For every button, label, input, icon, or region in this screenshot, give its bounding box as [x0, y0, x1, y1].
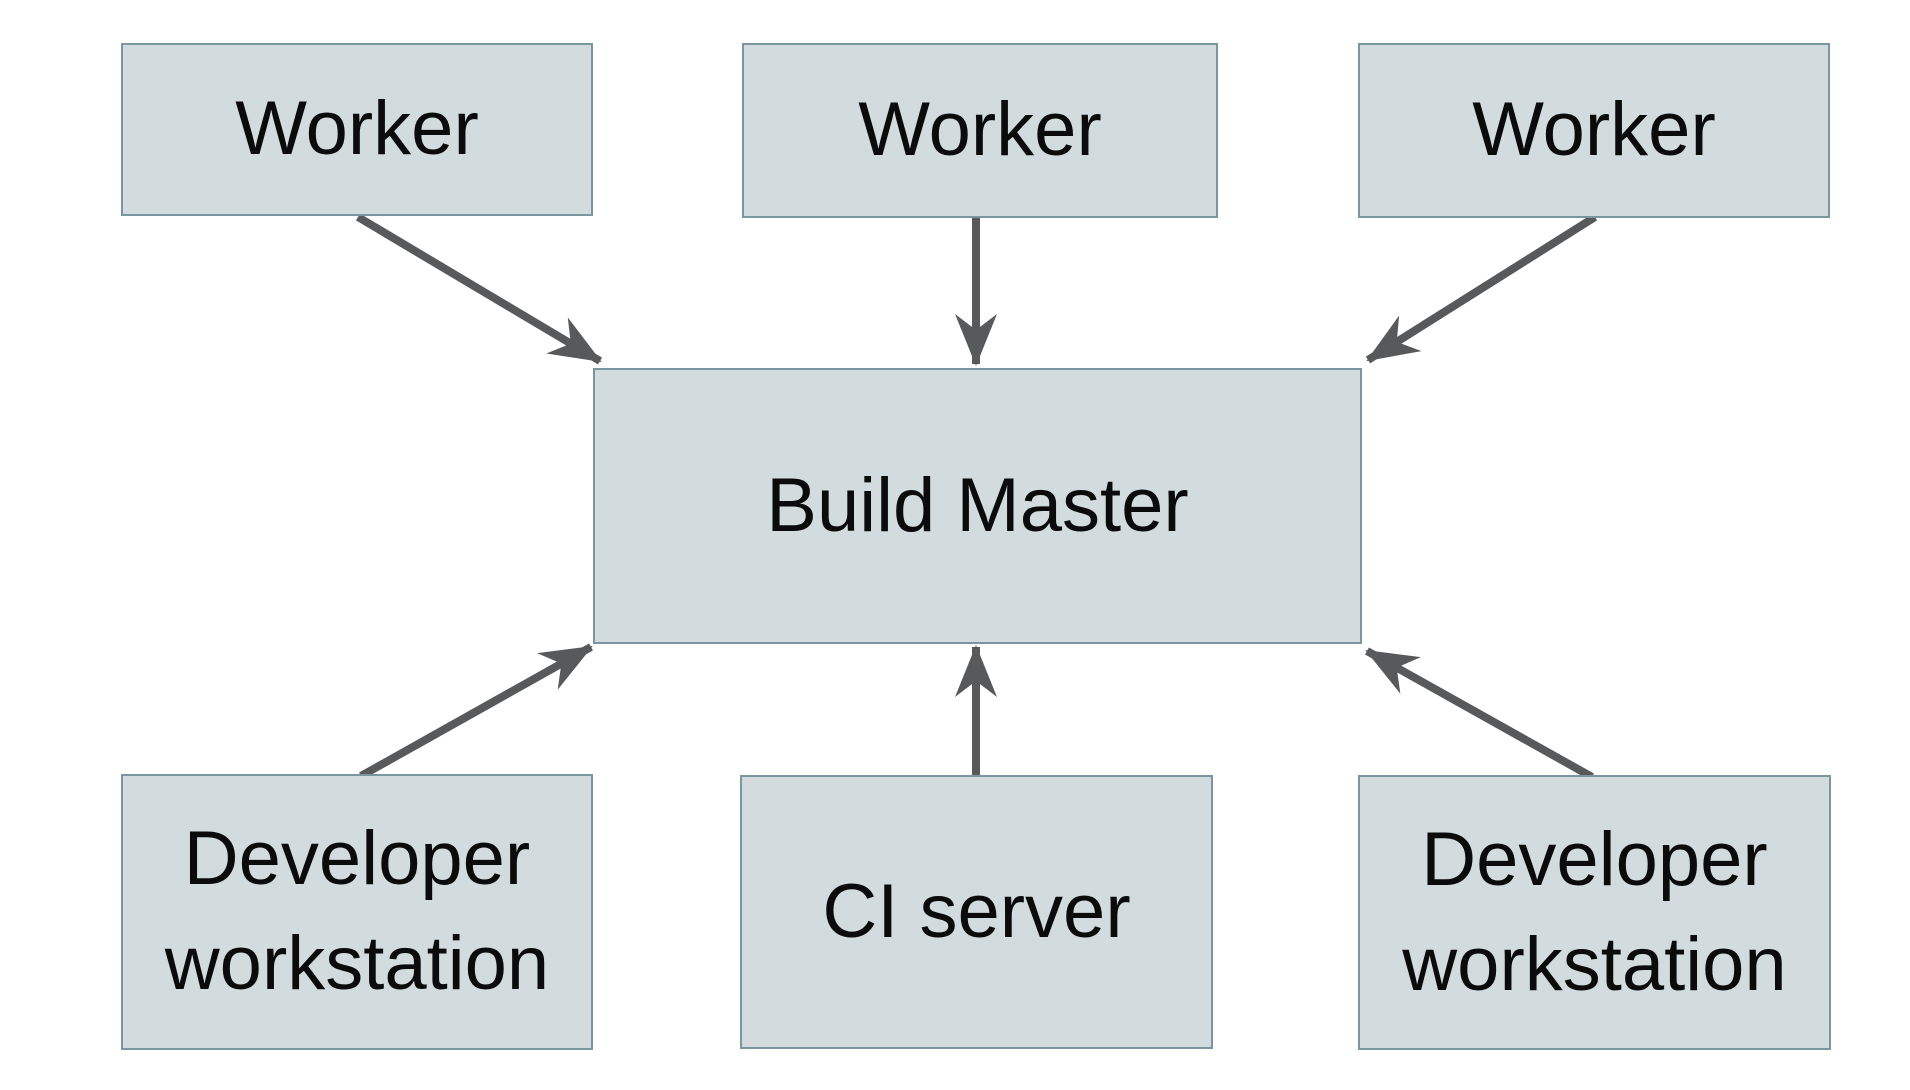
- node-developer-workstation-left-label: Developer workstation: [164, 816, 550, 1006]
- node-worker-2: Worker: [742, 43, 1218, 218]
- node-worker-3: Worker: [1358, 43, 1830, 218]
- node-developer-workstation-right-label: Developer workstation: [1402, 816, 1787, 1007]
- node-worker-2-label: Worker: [858, 87, 1102, 173]
- node-ci-server-label: CI server: [822, 868, 1131, 954]
- node-ci-server: CI server: [740, 775, 1213, 1049]
- edge-devleft-to-buildmaster: [359, 643, 593, 780]
- node-build-master-label: Build Master: [766, 462, 1189, 548]
- node-developer-workstation-left: Developer workstation: [121, 774, 593, 1050]
- edge-worker1-to-buildmaster: [355, 213, 603, 365]
- node-developer-workstation-right: Developer workstation: [1358, 775, 1831, 1050]
- edge-worker3-to-buildmaster: [1365, 213, 1598, 364]
- node-worker-3-label: Worker: [1472, 87, 1716, 173]
- node-worker-1-label: Worker: [235, 86, 479, 172]
- edge-devright-to-buildmaster: [1365, 647, 1594, 781]
- node-build-master: Build Master: [593, 368, 1362, 644]
- node-worker-1: Worker: [121, 43, 593, 216]
